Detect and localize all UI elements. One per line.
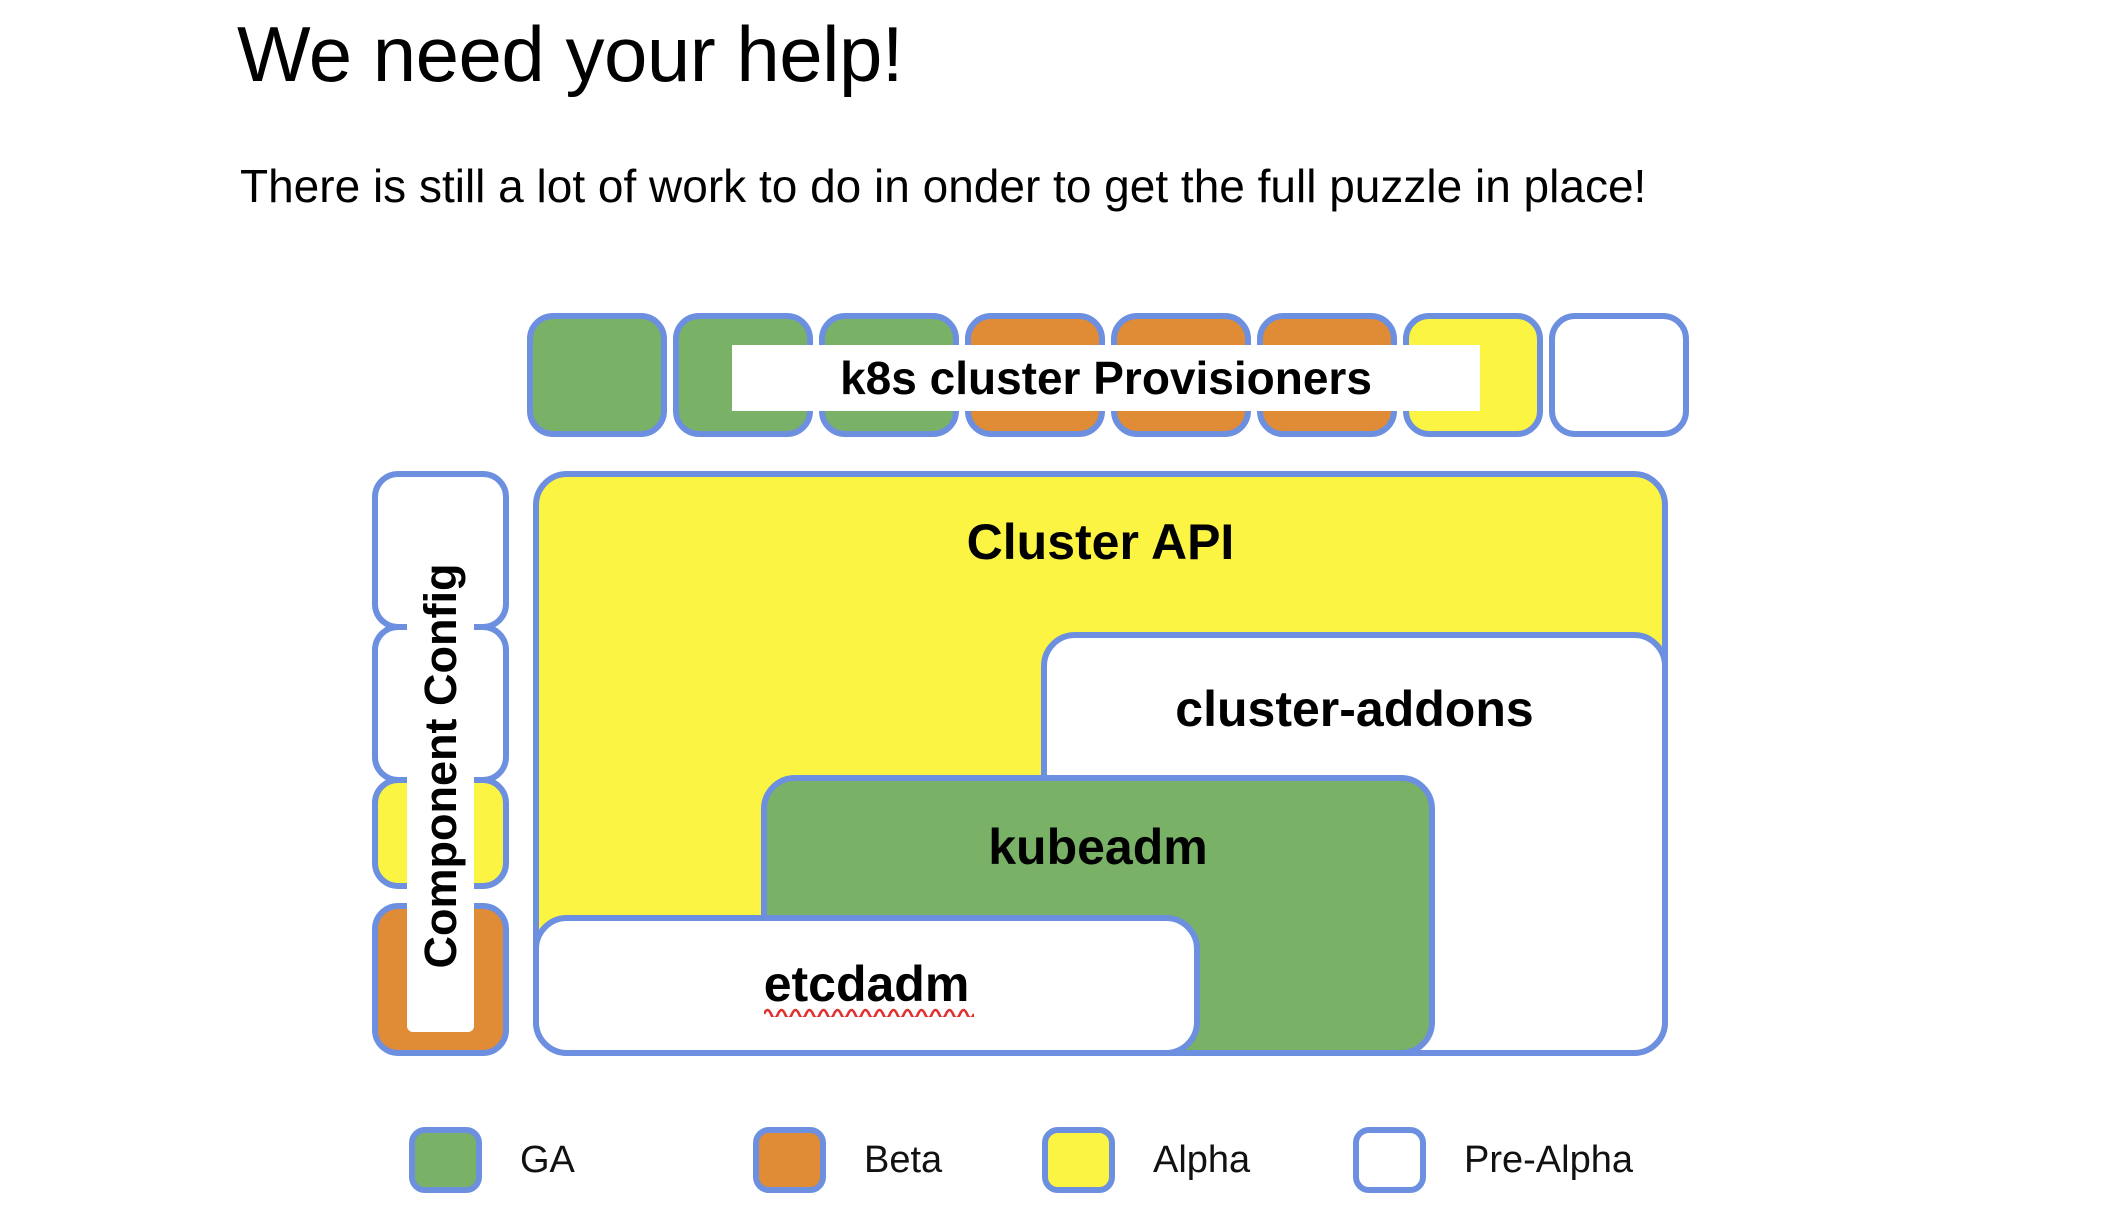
legend-item-pre-alpha: Pre-Alpha (1353, 1124, 1633, 1196)
provisioner-box-1[interactable] (527, 313, 667, 437)
component-config-label: Component Config (414, 563, 466, 969)
node-etcdadm[interactable] (533, 915, 1200, 1056)
etcdadm-spellcheck-underline (762, 1004, 976, 1020)
legend-label-pre-alpha: Pre-Alpha (1464, 1138, 1633, 1181)
legend-swatch-pre-alpha (1353, 1127, 1426, 1193)
legend-label-beta: Beta (864, 1138, 943, 1181)
page-title: We need your help! (237, 10, 904, 98)
legend-item-beta: Beta (753, 1124, 942, 1196)
legend-label-alpha: Alpha (1153, 1138, 1251, 1181)
legend-swatch-beta (753, 1127, 826, 1193)
legend: GA Beta Alpha Pre-Alpha (0, 1124, 2126, 1204)
node-cluster-api-label: Cluster API (966, 514, 1235, 570)
component-config-label-plate: Component Config (407, 500, 474, 1032)
provisioners-label-plate: k8s cluster Provisioners (732, 345, 1480, 411)
provisioner-box-8[interactable] (1549, 313, 1689, 437)
node-cluster-addons-label: cluster-addons (1175, 681, 1534, 737)
legend-swatch-ga (409, 1127, 482, 1193)
node-etcdadm-label: etcdadm (763, 956, 970, 1012)
legend-label-ga: GA (520, 1138, 575, 1181)
page-subtitle: There is still a lot of work to do in on… (240, 160, 1647, 212)
legend-item-alpha: Alpha (1042, 1124, 1250, 1196)
node-kubeadm-label: kubeadm (988, 819, 1208, 875)
legend-item-ga: GA (409, 1124, 575, 1196)
legend-swatch-alpha (1042, 1127, 1115, 1193)
squiggle-icon (762, 1008, 976, 1020)
